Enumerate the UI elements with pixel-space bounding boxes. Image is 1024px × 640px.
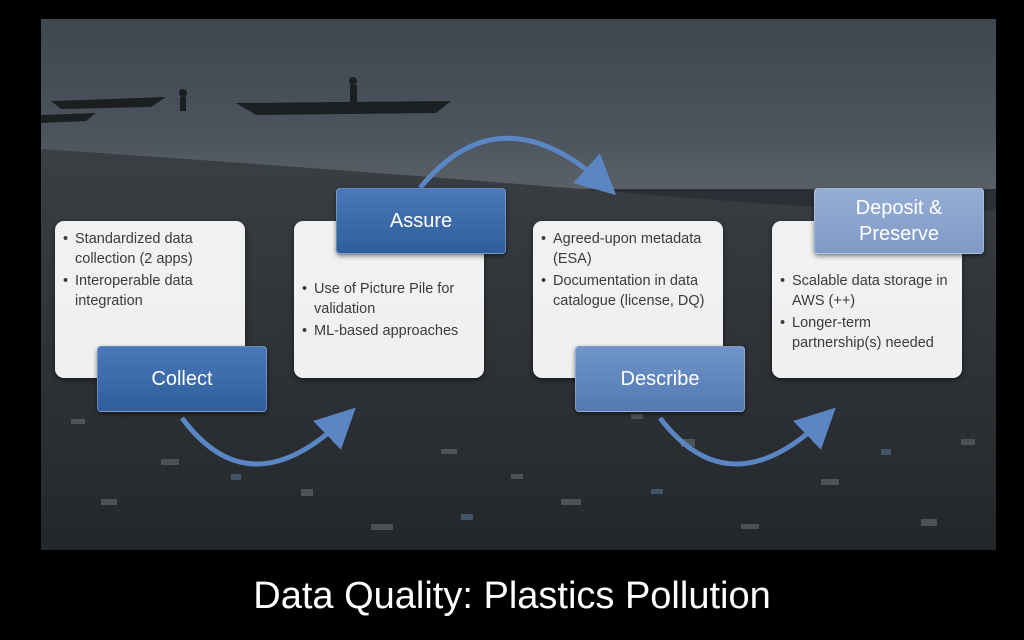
collect-stage: Collect [97,346,267,412]
describe-bullet: Documentation in data catalogue (license… [541,271,713,311]
collect-bullet: Standardized data collection (2 apps) [63,229,235,269]
deposit-bullet: Scalable data storage in AWS (++) [780,271,952,311]
assure-stage: Assure [336,188,506,254]
deposit-preserve-stage: Deposit & Preserve [814,188,984,254]
assure-bullets: Use of Picture Pile for validation ML-ba… [302,279,474,343]
describe-bullets: Agreed-upon metadata (ESA) Documentation… [541,229,713,311]
describe-bullet: Agreed-upon metadata (ESA) [541,229,713,269]
assure-bullet: Use of Picture Pile for validation [302,279,474,319]
deposit-bullet: Longer-term partnership(s) needed [780,313,952,353]
describe-stage: Describe [575,346,745,412]
collect-bullets: Standardized data collection (2 apps) In… [63,229,235,311]
assure-bullet: ML-based approaches [302,321,474,341]
slide-title: Data Quality: Plastics Pollution [253,575,771,617]
collect-bullet: Interoperable data integration [63,271,235,311]
deposit-bullets: Scalable data storage in AWS (++) Longer… [780,271,952,355]
